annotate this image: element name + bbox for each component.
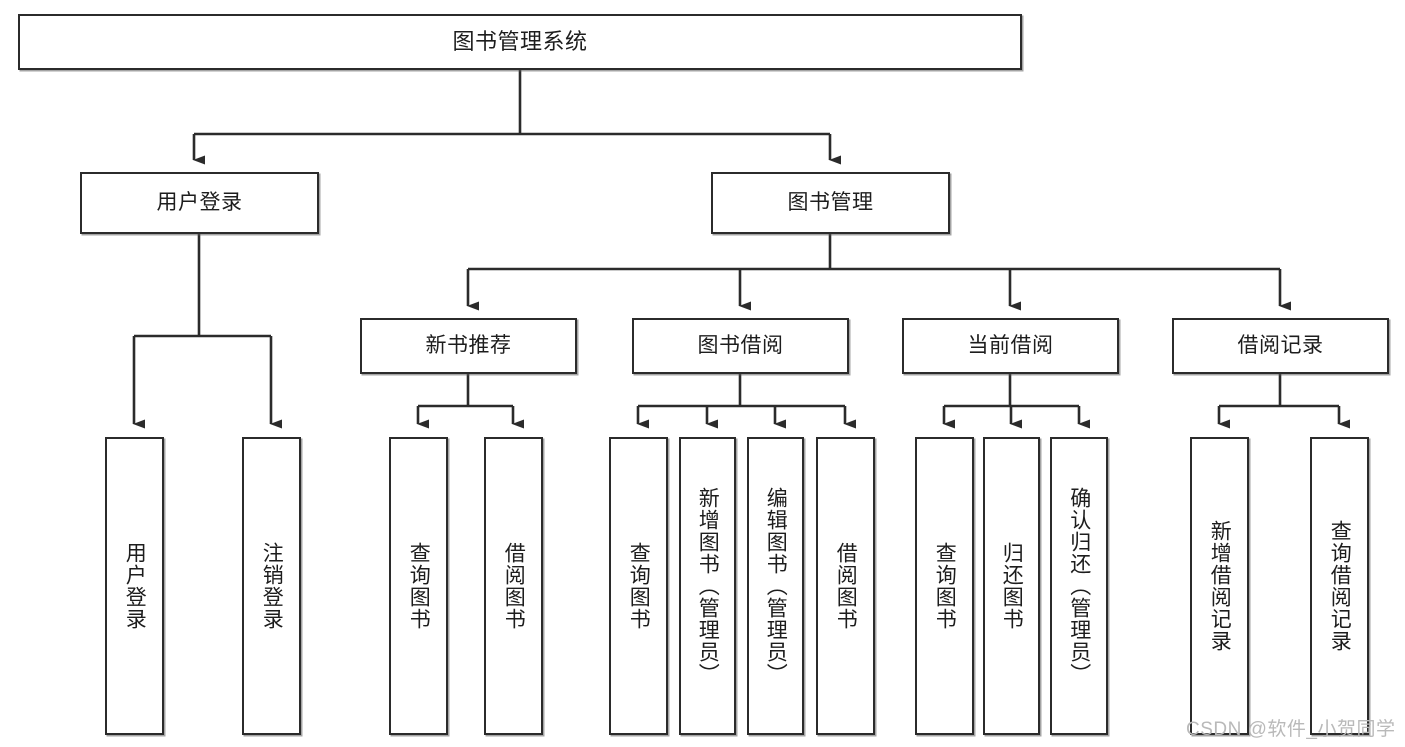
node-label: 注销登录 — [260, 542, 284, 630]
leaf-borrow-edit-book-admin[interactable]: 编辑图书（管理员） — [747, 437, 804, 735]
leaf-records-add-record[interactable]: 新增借阅记录 — [1190, 437, 1249, 735]
leaf-borrow-query-book[interactable]: 查询图书 — [609, 437, 668, 735]
node-label: 当前借阅 — [967, 333, 1054, 357]
node-new-book-recommend[interactable]: 新书推荐 — [360, 318, 577, 374]
leaf-recommend-borrow-book[interactable]: 借阅图书 — [484, 437, 543, 735]
node-label: 图书借阅 — [697, 333, 784, 357]
node-label: 用户登录 — [123, 542, 147, 630]
node-label: 归还图书 — [1000, 542, 1024, 630]
node-book-management[interactable]: 图书管理 — [711, 172, 950, 234]
node-label: 借阅记录 — [1237, 333, 1324, 357]
leaf-current-confirm-return-admin[interactable]: 确认归还（管理员） — [1050, 437, 1108, 735]
leaf-borrow-add-book-admin[interactable]: 新增图书（管理员） — [679, 437, 736, 735]
node-label: 新增图书（管理员） — [696, 487, 720, 685]
node-label: 确认归还（管理员） — [1067, 487, 1091, 685]
node-label: 图书管理系统 — [452, 29, 588, 55]
node-label: 新书推荐 — [425, 333, 512, 357]
leaf-user-logout[interactable]: 注销登录 — [242, 437, 301, 735]
leaf-current-return-book[interactable]: 归还图书 — [983, 437, 1040, 735]
node-label: 查询图书 — [407, 542, 431, 630]
node-borrow-records[interactable]: 借阅记录 — [1172, 318, 1389, 374]
node-label: 图书管理 — [787, 190, 874, 214]
leaf-recommend-query-book[interactable]: 查询图书 — [389, 437, 448, 735]
node-label: 查询图书 — [627, 542, 651, 630]
node-root-system[interactable]: 图书管理系统 — [18, 14, 1022, 70]
node-book-borrow[interactable]: 图书借阅 — [632, 318, 849, 374]
watermark: CSDN @软件_小贺同学 — [1186, 719, 1396, 740]
leaf-borrow-borrow-book[interactable]: 借阅图书 — [816, 437, 875, 735]
node-label: 借阅图书 — [502, 542, 526, 630]
leaf-current-query-book[interactable]: 查询图书 — [915, 437, 974, 735]
leaf-user-login[interactable]: 用户登录 — [105, 437, 164, 735]
node-label: 查询借阅记录 — [1328, 520, 1352, 652]
node-label: 借阅图书 — [834, 542, 858, 630]
node-label: 用户登录 — [156, 190, 243, 214]
node-user-login[interactable]: 用户登录 — [80, 172, 319, 234]
node-current-borrow[interactable]: 当前借阅 — [902, 318, 1119, 374]
node-label: 查询图书 — [933, 542, 957, 630]
node-label: 编辑图书（管理员） — [764, 487, 788, 685]
node-label: 新增借阅记录 — [1208, 520, 1232, 652]
leaf-records-query-record[interactable]: 查询借阅记录 — [1310, 437, 1369, 735]
